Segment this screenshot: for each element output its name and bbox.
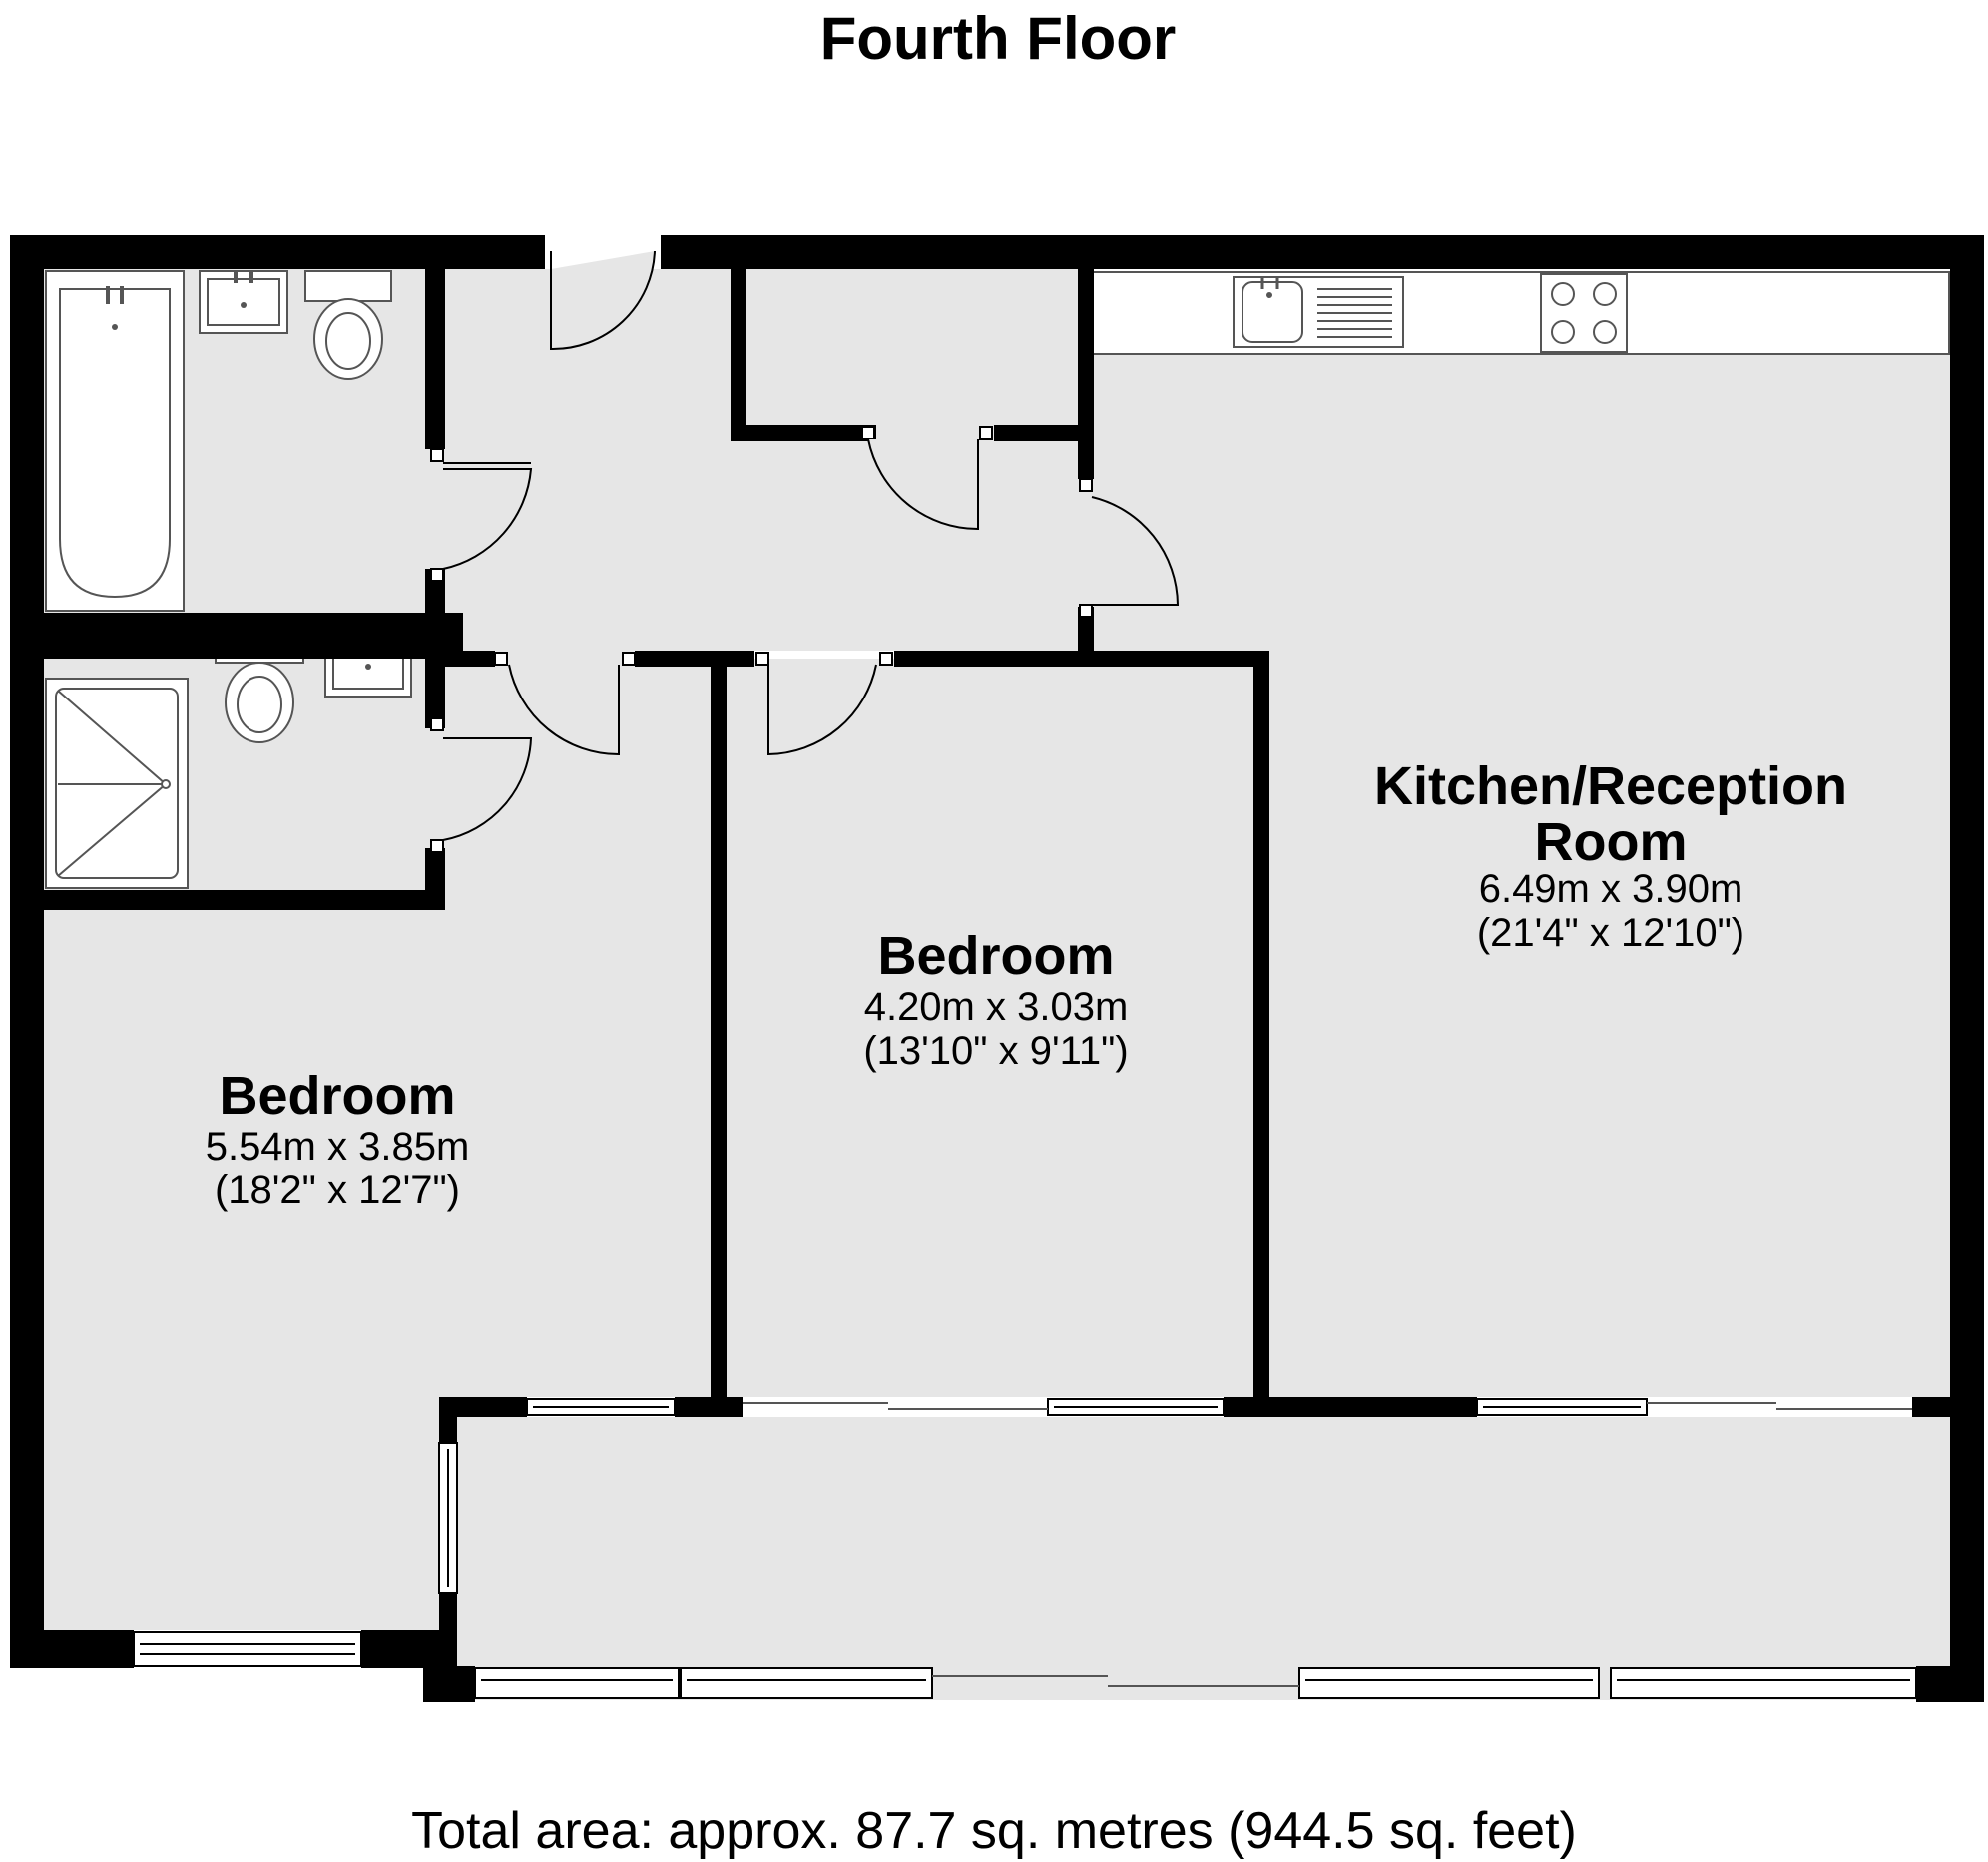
wall-cupboard-bottom-b bbox=[994, 425, 1084, 441]
wall-shower-hall-stub bbox=[445, 651, 495, 667]
door-shower-room[interactable] bbox=[442, 737, 533, 841]
door-jambs bbox=[430, 426, 1093, 853]
wall-hall-kitchen-upper bbox=[1078, 269, 1094, 479]
wall-bedroom-kitchen bbox=[1253, 651, 1269, 1417]
bedroom-middle-imperial: (13'10" x 9'11") bbox=[863, 1029, 1128, 1073]
bedroom-left-imperial: (18'2" x 12'7") bbox=[215, 1168, 460, 1212]
balcony-floor bbox=[457, 1417, 1950, 1700]
wall-shower-bottom bbox=[44, 890, 445, 910]
wall-left bbox=[10, 235, 44, 1668]
door-cupboard[interactable] bbox=[867, 438, 979, 531]
sink-bowl bbox=[1242, 281, 1303, 343]
door-kitchen[interactable] bbox=[1091, 496, 1180, 606]
kitchen-reception-name-line1: Kitchen/Reception bbox=[1374, 756, 1847, 816]
wall-balcony-top-b bbox=[675, 1397, 743, 1417]
floor-title: Fourth Floor bbox=[819, 5, 1177, 72]
window-balcony-bottom-d bbox=[1610, 1667, 1917, 1699]
door-bedroom-left[interactable] bbox=[508, 664, 620, 756]
wall-right bbox=[1950, 235, 1984, 1702]
bedroom-left-name: Bedroom bbox=[219, 1066, 455, 1126]
bath-tub bbox=[59, 288, 171, 599]
door-entrance[interactable] bbox=[550, 250, 656, 351]
wall-bath-hall-upper bbox=[425, 269, 445, 449]
walls bbox=[10, 235, 1984, 1702]
hob bbox=[1540, 273, 1628, 353]
windows bbox=[133, 1398, 1917, 1699]
door-bathroom[interactable] bbox=[442, 468, 533, 570]
hob-ring bbox=[1551, 282, 1575, 306]
total-area-caption: Total area: approx. 87.7 sq. metres (944… bbox=[411, 1802, 1577, 1860]
bedroom-left-metric: 5.54m x 3.85m bbox=[206, 1125, 470, 1168]
wall-balcony-top-a bbox=[439, 1397, 527, 1417]
kitchen-reception-imperial: (21'4" x 12'10") bbox=[1477, 911, 1744, 955]
wall-balcony-top-c bbox=[1224, 1397, 1477, 1417]
wall-top-left bbox=[10, 235, 545, 269]
wall-top-right bbox=[661, 235, 1984, 269]
door-bedroom-middle[interactable] bbox=[767, 664, 877, 756]
cupboard-floor bbox=[743, 269, 1086, 439]
bathroom-fixtures bbox=[45, 270, 392, 612]
wall-cupboard-left bbox=[731, 269, 746, 441]
kitchen-counter bbox=[1092, 271, 1950, 355]
wall-shower-hall-upper bbox=[425, 659, 445, 728]
bathroom-cistern bbox=[304, 270, 392, 302]
hallway-floor bbox=[435, 269, 1086, 659]
wall-balcony-bottom-right bbox=[1916, 1666, 1984, 1702]
wall-hall-kitchen-lower bbox=[1078, 607, 1094, 659]
wall-bedroom-bottom-a bbox=[10, 1630, 134, 1668]
sliding-doors bbox=[743, 1402, 1912, 1687]
window-bedroom-bottom bbox=[133, 1631, 362, 1667]
counter-top bbox=[1092, 271, 1950, 355]
wall-bedroom-divider bbox=[711, 659, 727, 1417]
wall-cupboard-bottom-a bbox=[731, 425, 876, 441]
window-balcony-bottom-a bbox=[474, 1667, 680, 1699]
wall-hall-bottom-a bbox=[635, 651, 754, 667]
bedroom-middle-metric: 4.20m x 3.03m bbox=[864, 985, 1129, 1029]
window-balcony-bottom-c bbox=[1298, 1667, 1600, 1699]
hob-ring bbox=[1593, 320, 1617, 344]
doors bbox=[442, 250, 1180, 841]
hob-ring bbox=[1551, 320, 1575, 344]
bedroom-middle-name: Bedroom bbox=[877, 926, 1114, 986]
kitchen-reception-metric: 6.49m x 3.90m bbox=[1479, 867, 1743, 911]
wall-bath-shower bbox=[44, 613, 463, 659]
hob-ring bbox=[1593, 282, 1617, 306]
kitchen-reception-floor bbox=[1086, 355, 1950, 1397]
window-balcony-bottom-b bbox=[680, 1667, 933, 1699]
kitchen-reception-name-line2: Room bbox=[1535, 812, 1688, 872]
drainer bbox=[1317, 288, 1392, 338]
bedroom-middle-floor bbox=[727, 659, 1253, 1397]
wall-balcony-top-d bbox=[1912, 1397, 1984, 1417]
